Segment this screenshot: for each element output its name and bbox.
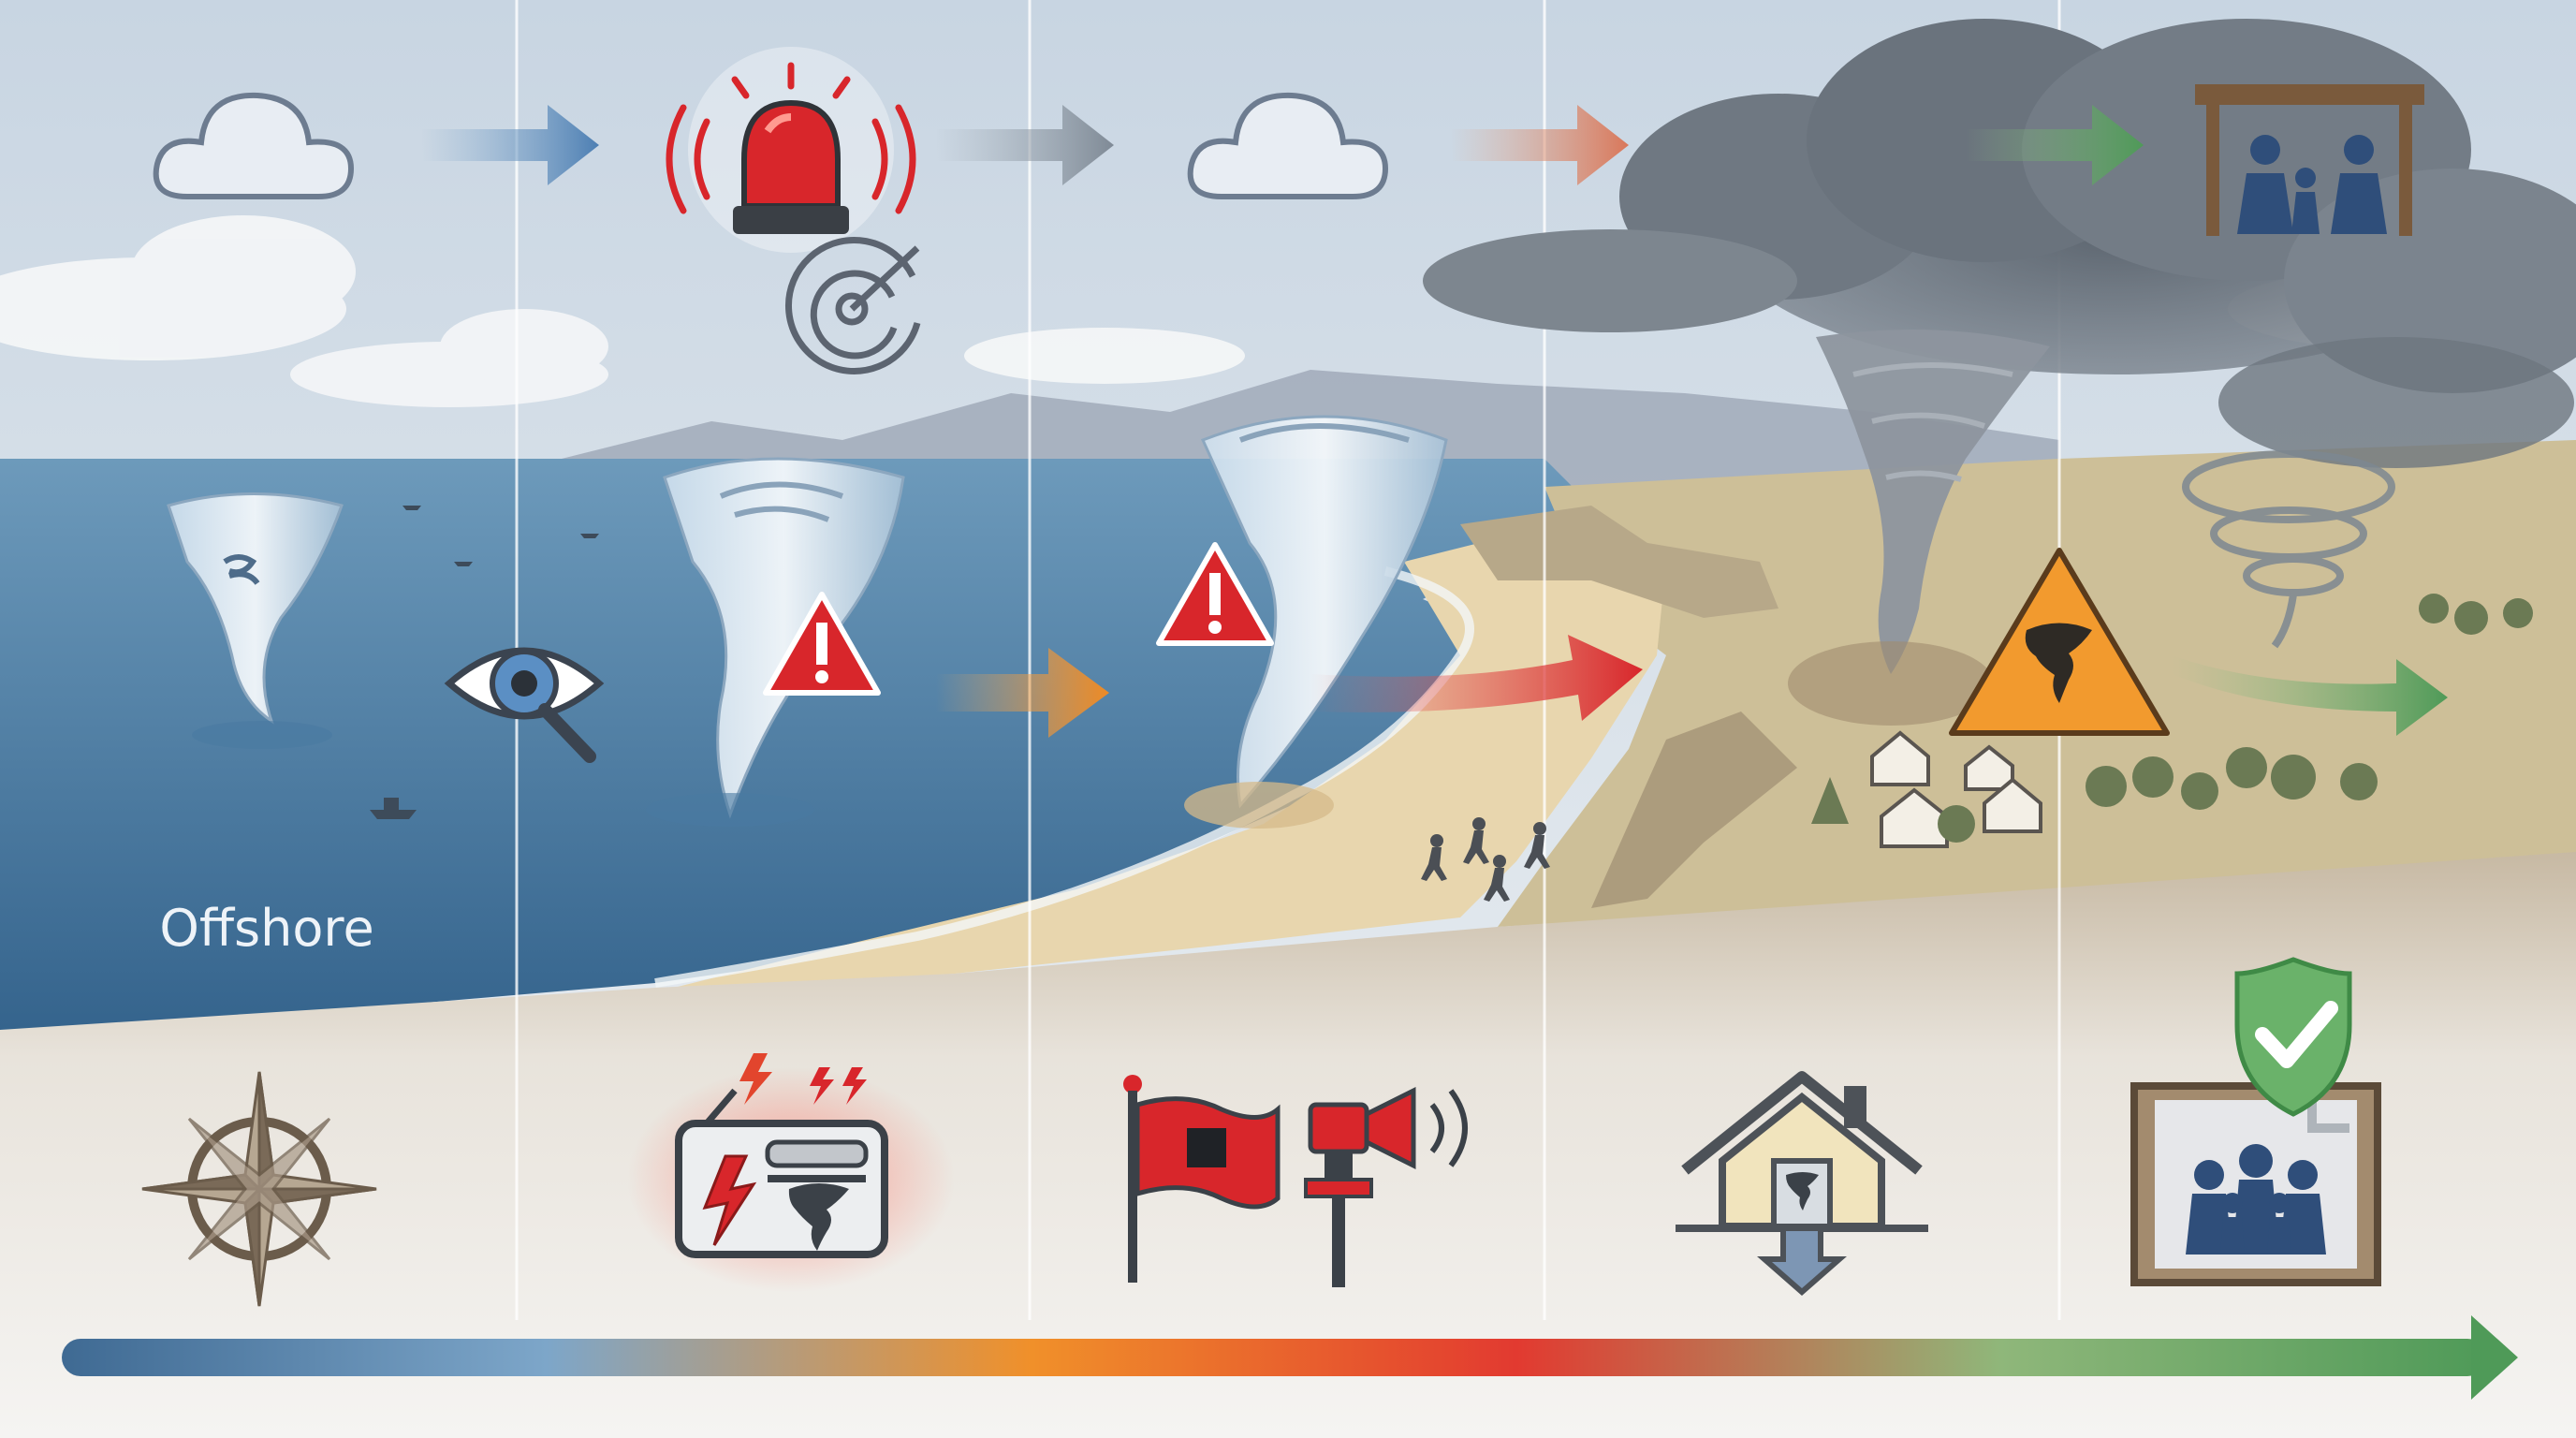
siren-icon [666,47,916,253]
ground [0,852,2576,1438]
tornado-landfall [1788,330,2050,726]
houses [1870,730,2042,848]
waterspout-icon [167,492,344,749]
cloud-icon [153,92,355,199]
eye-magnifier-icon [444,647,605,763]
family-shelter-icon [2195,84,2424,236]
arrow-red [1310,635,1643,721]
cliffs [1460,506,1778,618]
timeline-arrow [62,1315,2518,1400]
arrow-salmon [1451,105,1629,185]
distant-tornado [2182,450,2395,649]
compass-rose-icon [141,1071,377,1307]
offshore-label: Offshore [159,899,373,958]
arrow-grey [936,105,1114,185]
arrow-green [1966,105,2144,185]
tornado-warning-sign-icon [1949,548,2170,736]
alert-radio-icon [627,1053,955,1292]
arrow-green [2172,655,2448,736]
warning-triangle-icon [763,592,881,696]
warning-triangle-icon [1156,542,1274,646]
basement-shelter-icon [2130,1082,2381,1286]
arrow-blue [421,105,599,185]
radar-icon [784,237,921,374]
warning-flag-icon [1123,1075,1281,1283]
arrow-orange [936,648,1109,738]
trees [1811,594,2533,843]
boats [370,506,599,819]
beach [655,524,1666,992]
people-fleeing [1421,817,1550,902]
shield-check-icon [2234,957,2352,1117]
cloud-icon [1187,92,1389,199]
house-shelter-icon [1676,1071,1928,1296]
siren-horn-icon [1304,1086,1468,1287]
